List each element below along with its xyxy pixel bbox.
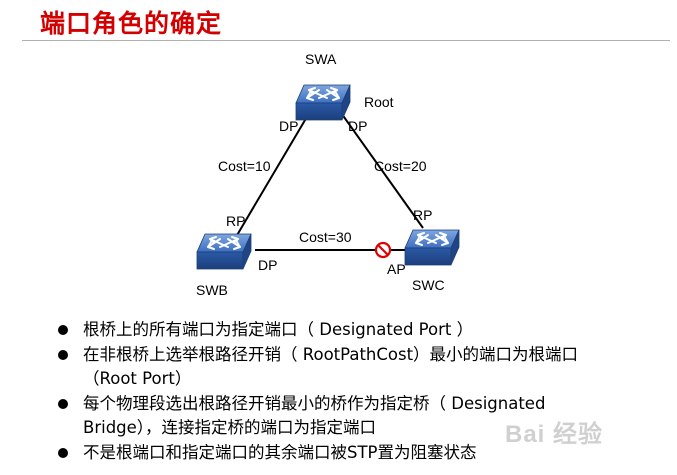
port-swb-right: DP bbox=[258, 257, 277, 273]
swa-name: SWA bbox=[305, 51, 337, 67]
cost-bc-label: Cost=30 bbox=[299, 229, 352, 245]
swb-name: SWB bbox=[196, 282, 228, 298]
stp-topology-diagram: SWA Root SWB SWC DP DP RP DP RP AP Cost=… bbox=[196, 51, 460, 298]
port-swb-top: RP bbox=[226, 213, 245, 229]
cost-ac-label: Cost=20 bbox=[374, 158, 427, 174]
link-swa-swb bbox=[232, 109, 312, 243]
swc-name: SWC bbox=[412, 277, 445, 293]
switch-swb-icon bbox=[196, 233, 252, 270]
bullet-list: 根桥上的所有端口为指定端口（ Designated Port ） 在非根桥上选举… bbox=[55, 318, 625, 465]
port-swc-left: AP bbox=[387, 261, 406, 277]
swa-role: Root bbox=[364, 94, 394, 110]
bullet-item: 根桥上的所有端口为指定端口（ Designated Port ） bbox=[55, 318, 625, 343]
port-swc-top: RP bbox=[413, 207, 432, 223]
bullet-item: 在非根桥上选举根路径开销（ RootPathCost）最小的端口为根端口（Roo… bbox=[55, 343, 625, 392]
port-swa-right: DP bbox=[348, 118, 367, 134]
cost-ab-label: Cost=10 bbox=[218, 158, 271, 174]
blocked-port-icon bbox=[374, 241, 392, 259]
title-divider bbox=[22, 40, 670, 41]
link-swa-swc bbox=[338, 109, 424, 229]
page-title: 端口角色的确定 bbox=[40, 9, 223, 38]
bullet-item: 每个物理段选出根路径开销最小的桥作为指定桥（ Designated Bridge… bbox=[55, 392, 625, 441]
switch-swa-icon bbox=[295, 84, 351, 121]
port-swa-left: DP bbox=[279, 118, 298, 134]
bullet-item: 不是根端口和指定端口的其余端口被STP置为阻塞状态 bbox=[55, 441, 625, 466]
watermark-logo: Bai 经验 bbox=[505, 421, 604, 448]
switch-swc-icon bbox=[404, 229, 460, 266]
